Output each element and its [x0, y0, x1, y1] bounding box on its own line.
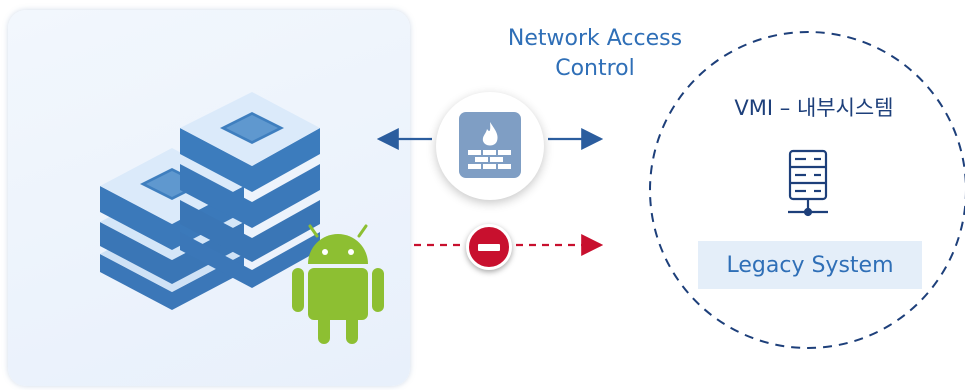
server-stack-icon: [100, 92, 320, 310]
android-icon: [292, 224, 384, 344]
vmi-internal-system-title: VMI – 내부시스템: [734, 96, 894, 120]
network-access-control-label: Network Access Control: [470, 24, 720, 84]
firewall-node: [436, 92, 544, 200]
legacy-system-label: Legacy System: [698, 241, 922, 289]
nac-label-line2: Control: [555, 56, 635, 81]
no-entry-icon: [466, 224, 512, 270]
internal-system-boundary: [649, 31, 965, 349]
firewall-icon: [459, 112, 521, 178]
server-icon: [788, 149, 828, 217]
nac-label-line1: Network Access: [507, 26, 683, 51]
